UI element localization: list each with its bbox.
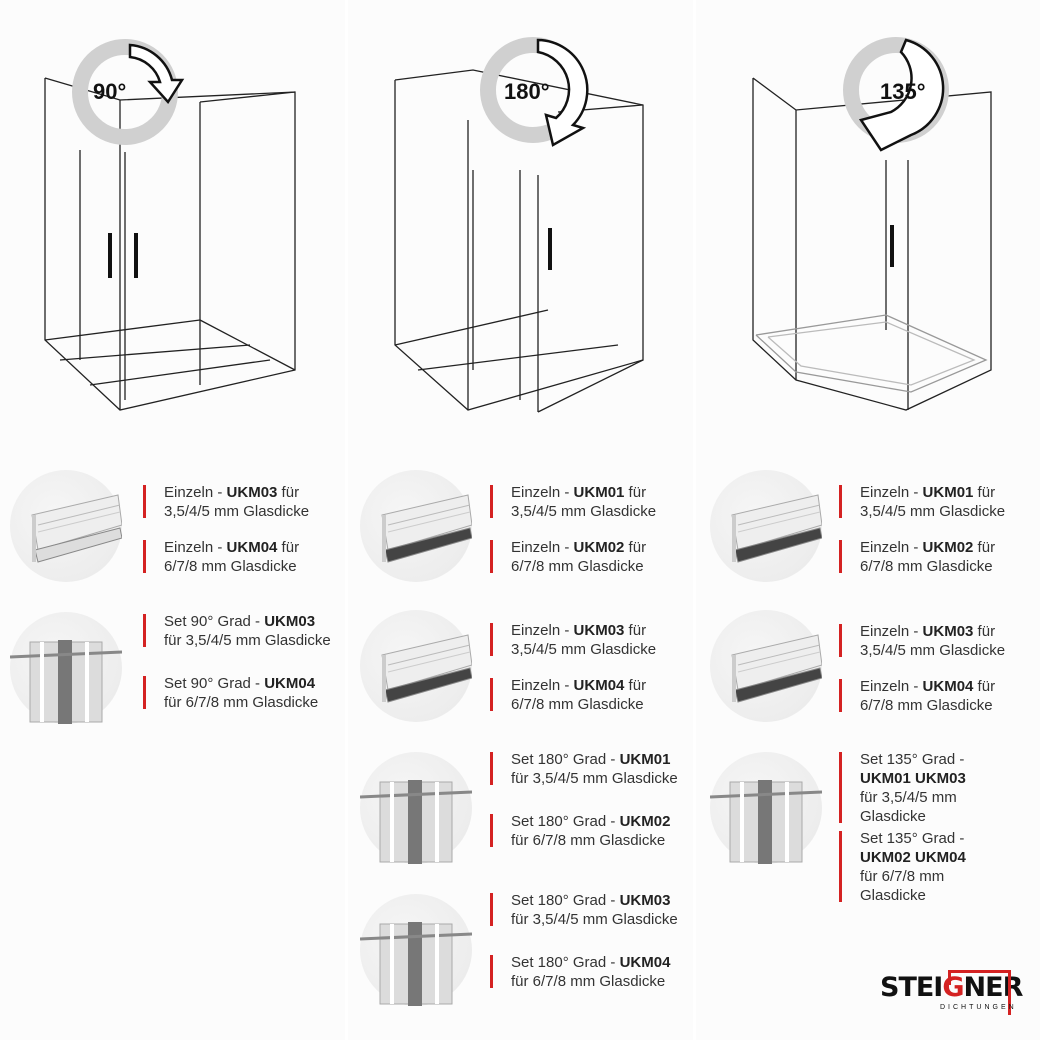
product-code: UKM02 UKM04 (860, 849, 966, 866)
seal-profile-image (709, 752, 823, 864)
product-item: Einzeln - UKM03 für 3,5/4/5 mm Glasdicke (490, 621, 661, 659)
shower-90-diagram (44, 39, 296, 411)
product-item: Set 90° Grad - UKM04 für 6/7/8 mm Glasdi… (143, 674, 334, 712)
product-code: UKM04 (619, 954, 671, 971)
product-code: UKM03 (573, 622, 625, 639)
product-item: Einzeln - UKM01 für 3,5/4/5 mm Glasdicke (490, 483, 661, 521)
product-code: UKM03 (226, 484, 278, 501)
seal-profile-image (360, 610, 473, 722)
product-item: Set 180° Grad - UKM03 für 3,5/4/5 mm Gla… (490, 891, 683, 929)
rotation-angle-label: 90° (93, 79, 127, 104)
logo-wordmark: STEIGNER (880, 972, 1023, 1003)
product-item: Einzeln - UKM04 für 6/7/8 mm Glasdicke (839, 677, 1010, 715)
shower-180-diagram (394, 37, 644, 413)
product-code: UKM01 (619, 751, 671, 768)
product-code: UKM04 (922, 678, 974, 695)
seal-profile-image (360, 470, 473, 582)
product-item: Einzeln - UKM04 für 6/7/8 mm Glasdicke (143, 538, 314, 576)
seal-profile-image (359, 894, 473, 1006)
product-code: UKM03 (264, 613, 316, 630)
product-code: UKM02 (922, 539, 974, 556)
rotation-angle-label: 180° (504, 79, 550, 104)
rotation-135-badge (843, 37, 949, 152)
product-code: UKM04 (573, 677, 625, 694)
product-item: Einzeln - UKM03 für 3,5/4/5 mm Glasdicke (143, 483, 314, 521)
product-item: Set 90° Grad - UKM03 für 3,5/4/5 mm Glas… (143, 612, 334, 650)
product-code: UKM04 (264, 675, 316, 692)
product-item: Einzeln - UKM01 für 3,5/4/5 mm Glasdicke (839, 483, 1010, 521)
seal-profile-image (710, 470, 823, 582)
seal-profile-image (10, 470, 123, 582)
product-code: UKM02 (573, 539, 625, 556)
rotation-90-badge (72, 39, 185, 145)
seal-profile-image (359, 752, 473, 864)
steigner-logo: STEIGNER DICHTUNGEN (880, 970, 1023, 1015)
product-item: Set 135° Grad - UKM02 UKM04 für 6/7/8 mm… (839, 829, 980, 905)
product-item: Set 135° Grad - UKM01 UKM03 für 3,5/4/5 … (839, 750, 980, 826)
shower-135-diagram (752, 37, 992, 411)
product-item: Einzeln - UKM02 für 6/7/8 mm Glasdicke (839, 538, 1010, 576)
rotation-angle-label: 135° (880, 79, 926, 104)
product-item: Einzeln - UKM03 für 3,5/4/5 mm Glasdicke (839, 622, 1010, 660)
product-item: Set 180° Grad - UKM01 für 3,5/4/5 mm Gla… (490, 750, 683, 788)
product-item: Einzeln - UKM02 für 6/7/8 mm Glasdicke (490, 538, 661, 576)
product-item: Set 180° Grad - UKM04 für 6/7/8 mm Glasd… (490, 953, 683, 991)
product-code: UKM01 (573, 484, 625, 501)
product-code: UKM03 (619, 892, 671, 909)
product-code: UKM02 (619, 813, 671, 830)
product-code: UKM04 (226, 539, 278, 556)
product-code: UKM01 (922, 484, 974, 501)
product-item: Einzeln - UKM04 für 6/7/8 mm Glasdicke (490, 676, 661, 714)
seal-profile-image (9, 612, 123, 724)
product-item: Set 180° Grad - UKM02 für 6/7/8 mm Glasd… (490, 812, 683, 850)
product-code: UKM01 UKM03 (860, 770, 966, 787)
rotation-180-badge (480, 37, 589, 147)
seal-profile-image (710, 610, 823, 722)
product-code: UKM03 (922, 623, 974, 640)
logo-frame (948, 970, 1011, 1015)
logo-tagline: DICHTUNGEN (940, 1004, 1017, 1011)
